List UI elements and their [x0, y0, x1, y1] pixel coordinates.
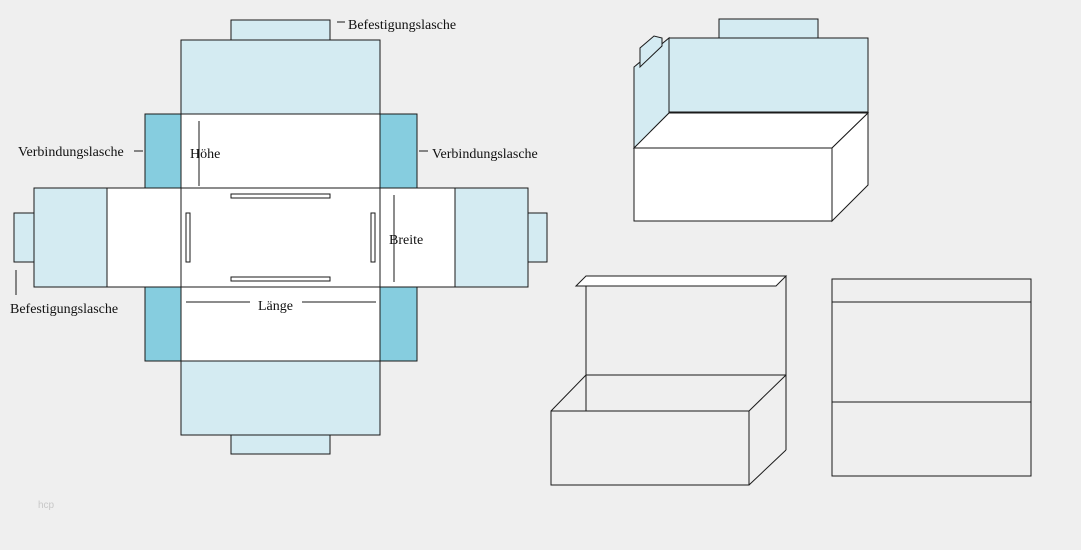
box-3d-open-lid: [632, 18, 870, 223]
lid-flap-3d: [639, 35, 663, 69]
left-side-wall: [106, 187, 182, 288]
front-wall-panel: [180, 286, 381, 362]
left-fastening-tab: [13, 212, 35, 263]
base-panel: [180, 187, 381, 288]
label-connection-flap-right: Verbindungslasche: [432, 147, 538, 162]
connection-flap-top-left: [144, 113, 182, 189]
top-fastening-tab: [230, 19, 331, 41]
left-end-panel: [33, 187, 108, 288]
lid-panel: [180, 39, 381, 115]
label-connection-flap-left: Verbindungslasche: [18, 145, 124, 160]
box-front-outline: [550, 410, 750, 486]
box-front-view: [831, 278, 1032, 477]
bottom-diagonal: [748, 449, 787, 486]
box-inner-3d: [632, 112, 870, 149]
lid-top-edge: [574, 275, 788, 287]
connection-flap-top-right: [379, 113, 418, 189]
bottom-fastening-tab: [230, 434, 331, 455]
back-wall-panel: [180, 113, 381, 189]
connection-flap-bottom-right: [379, 286, 418, 362]
lid-tab-3d: [718, 18, 819, 40]
right-fastening-tab: [527, 212, 548, 263]
right-end-panel: [454, 187, 529, 288]
right-side-wall: [379, 187, 456, 288]
connection-flap-bottom-left: [144, 286, 182, 362]
slot-right: [370, 212, 376, 263]
lid-panel-3d: [668, 37, 869, 113]
label-fastening-tab-left: Befestigungslasche: [10, 302, 118, 317]
slot-top: [230, 193, 331, 199]
label-width: Breite: [389, 233, 423, 248]
bottom-lid-panel: [180, 360, 381, 436]
watermark: hcp: [38, 500, 55, 511]
label-length: Länge: [258, 299, 293, 314]
box-net: [13, 19, 548, 455]
label-height: Höhe: [190, 147, 220, 162]
front-view-outline: [831, 278, 1032, 477]
slot-left: [185, 212, 191, 263]
left-diagonal: [550, 374, 587, 412]
slot-bottom: [230, 276, 331, 282]
box-front-3d: [633, 147, 833, 222]
box-3d-outline: [550, 275, 788, 486]
label-fastening-tab-top: Befestigungslasche: [348, 18, 456, 33]
right-diagonal: [748, 374, 787, 412]
